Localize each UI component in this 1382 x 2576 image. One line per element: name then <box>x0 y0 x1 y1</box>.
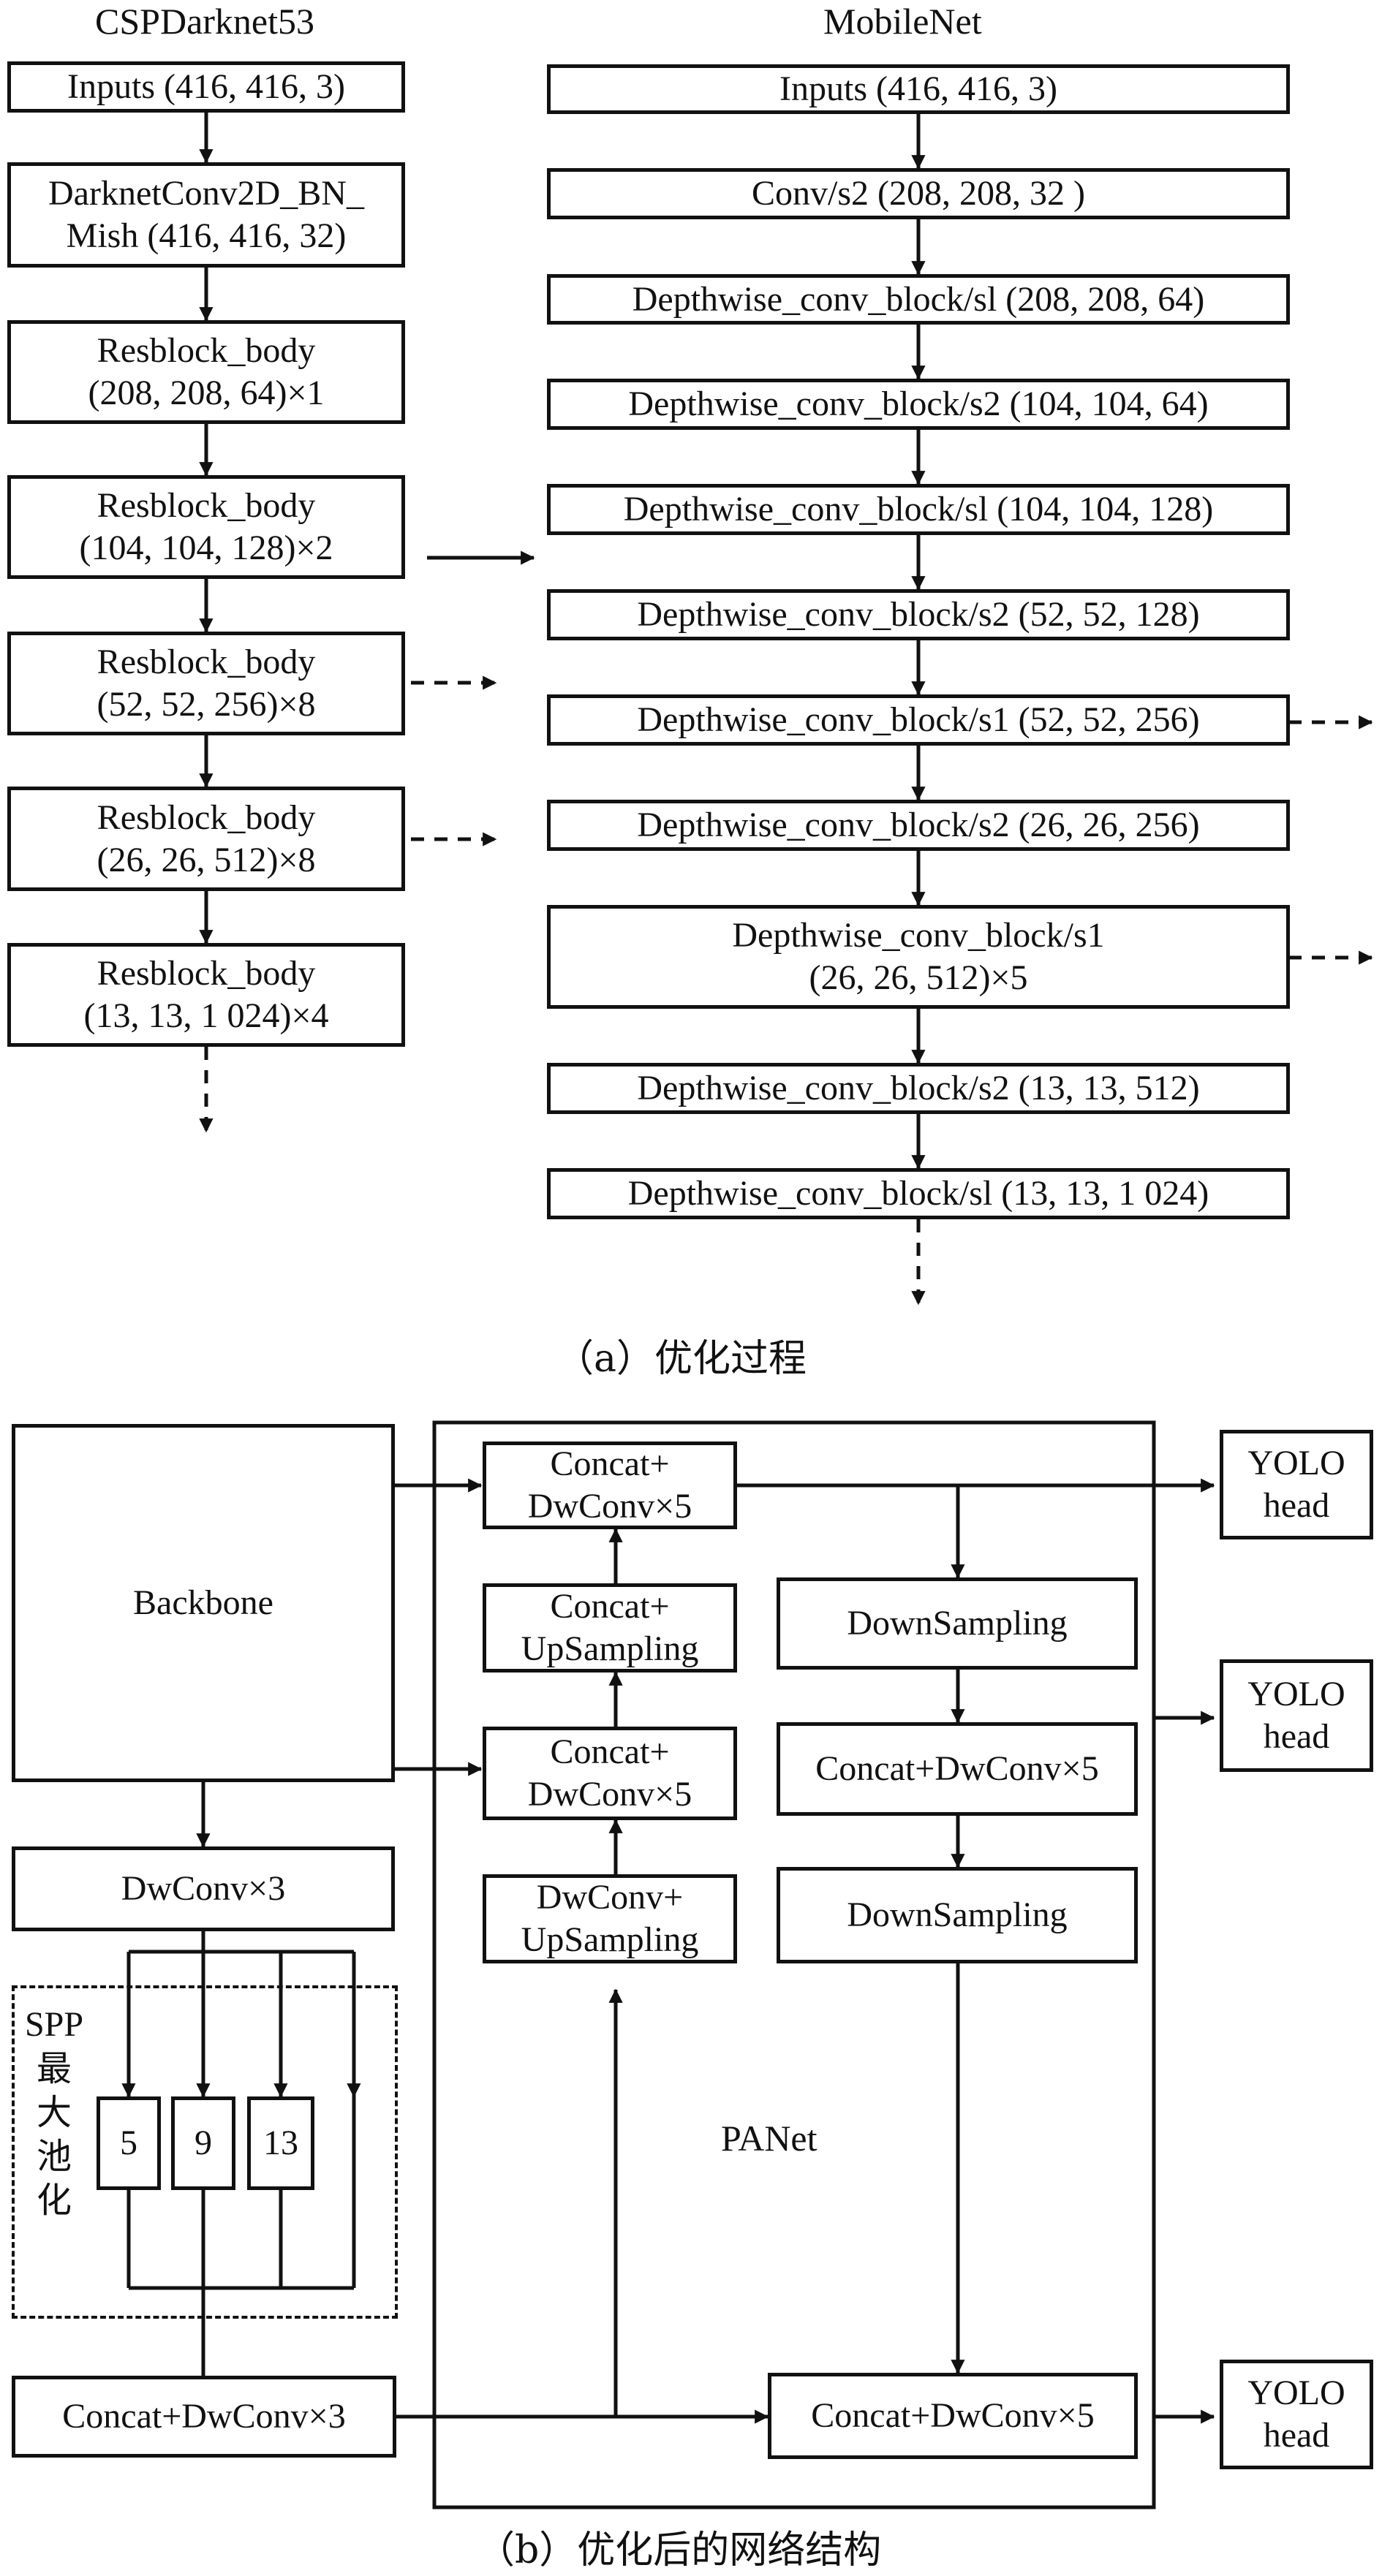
downsampling-1-label: DownSampling <box>847 1604 1068 1643</box>
downsampling-2-box: DownSampling <box>777 1867 1138 1963</box>
left-block-resblock-26-line1: Resblock_body <box>97 798 316 837</box>
spp-frame <box>12 1985 398 2319</box>
left-block-inputs: Inputs (416, 416, 3) <box>7 61 405 113</box>
left-block-resblock-52-line2: (52, 52, 256)×8 <box>97 685 316 724</box>
cspdarknet53-title: CSPDarknet53 <box>95 1 314 42</box>
left-block-resblock-104-line1: Resblock_body <box>97 486 316 526</box>
spp-label-line4: 池 <box>36 2136 72 2177</box>
concat-dwconv5-top-box: Concat+ DwConv×5 <box>483 1442 737 1529</box>
left-block-darknetconv-line2: Mish (416, 416, 32) <box>66 216 347 255</box>
right-block-dw-208: Depthwise_conv_block/sl (208, 208, 64) <box>547 274 1290 325</box>
spp-label-line2: 最 <box>36 2048 72 2089</box>
left-block-resblock-52-line1: Resblock_body <box>97 643 316 682</box>
caption-a: （a）优化过程 <box>556 1337 807 1381</box>
right-block-inputs: Inputs (416, 416, 3) <box>547 64 1290 114</box>
dwconv3-label: DwConv×3 <box>121 1869 286 1909</box>
left-block-resblock-13-line1: Resblock_body <box>97 954 316 993</box>
dwconv-upsampling-line1: DwConv+ <box>536 1878 684 1917</box>
right-block-dw-52-128: Depthwise_conv_block/s2 (52, 52, 128) <box>547 589 1290 640</box>
concat-dwconv5-mid-line2: DwConv×5 <box>527 1775 692 1814</box>
backbone-label: Backbone <box>133 1583 273 1623</box>
concat-dwconv3-label: Concat+DwConv×3 <box>62 2397 346 2436</box>
left-block-darknetconv: DarknetConv2D_BN_ Mish (416, 416, 32) <box>7 162 405 268</box>
downsampling-2-label: DownSampling <box>847 1895 1068 1935</box>
yolo-head-3-box: YOLO head <box>1220 2360 1373 2469</box>
concat-dwconv5-top-line2: DwConv×5 <box>527 1487 692 1526</box>
pool-9-box: 9 <box>171 2096 235 2190</box>
right-block-dw-52-128-line1: Depthwise_conv_block/s2 (52, 52, 128) <box>637 595 1200 634</box>
spp-label-line5: 化 <box>36 2180 72 2221</box>
yolo-head-3-line2: head <box>1263 2416 1330 2455</box>
pool-5-label: 5 <box>120 2124 137 2163</box>
concat-upsampling-line1: Concat+ <box>550 1587 670 1626</box>
yolo-head-2-box: YOLO head <box>1220 1659 1373 1772</box>
spp-label-line1: SPP <box>24 2005 84 2044</box>
right-block-dw-104-128-line1: Depthwise_conv_block/sl (104, 104, 128) <box>623 490 1214 529</box>
right-block-dw-104-64: Depthwise_conv_block/s2 (104, 104, 64) <box>547 379 1290 430</box>
dwconv3-box: DwConv×3 <box>12 1846 395 1931</box>
right-block-dw-208-line1: Depthwise_conv_block/sl (208, 208, 64) <box>632 279 1205 319</box>
right-block-inputs-line1: Inputs (416, 416, 3) <box>779 69 1057 109</box>
downsampling-1-box: DownSampling <box>777 1577 1138 1670</box>
mobilenet-title: MobileNet <box>823 1 982 42</box>
backbone-box: Backbone <box>12 1424 395 1782</box>
right-block-dw-104-64-line1: Depthwise_conv_block/s2 (104, 104, 64) <box>628 384 1209 424</box>
left-block-inputs-line1: Inputs (416, 416, 3) <box>67 67 345 107</box>
pool-13-box: 13 <box>247 2096 314 2190</box>
pool-5-box: 5 <box>97 2096 161 2190</box>
left-block-resblock-13: Resblock_body (13, 13, 1 024)×4 <box>7 943 405 1047</box>
right-block-dw-26-512: Depthwise_conv_block/s1 (26, 26, 512)×5 <box>547 905 1290 1009</box>
panet-frame <box>432 1420 1156 2509</box>
concat-dwconv3-box: Concat+DwConv×3 <box>12 2376 396 2458</box>
concat-dwconv5-right-label: Concat+DwConv×5 <box>815 1749 1099 1789</box>
right-block-dw-26-256-line1: Depthwise_conv_block/s2 (26, 26, 256) <box>637 806 1200 845</box>
panet-label: PANet <box>721 2118 818 2159</box>
concat-dwconv5-bottom-box: Concat+DwConv×5 <box>768 2373 1138 2459</box>
spp-label-line3: 大 <box>36 2092 72 2133</box>
concat-dwconv5-mid-line1: Concat+ <box>550 1732 670 1772</box>
pool-9-label: 9 <box>195 2124 212 2163</box>
right-block-dw-26-256: Depthwise_conv_block/s2 (26, 26, 256) <box>547 800 1290 851</box>
left-block-resblock-208: Resblock_body (208, 208, 64)×1 <box>7 320 405 424</box>
right-block-dw-104-128: Depthwise_conv_block/sl (104, 104, 128) <box>547 484 1290 535</box>
caption-b: （b）优化后的网络结构 <box>477 2528 882 2572</box>
yolo-head-2-line1: YOLO <box>1247 1675 1345 1714</box>
dwconv-upsampling-line2: UpSampling <box>521 1920 699 1959</box>
right-block-dw-13-1024: Depthwise_conv_block/sl (13, 13, 1 024) <box>547 1168 1290 1219</box>
right-block-dw-52-256-line1: Depthwise_conv_block/s1 (52, 52, 256) <box>637 700 1200 740</box>
left-block-resblock-208-line1: Resblock_body <box>97 331 316 371</box>
right-block-dw-13-1024-line1: Depthwise_conv_block/sl (13, 13, 1 024) <box>627 1174 1209 1213</box>
left-block-resblock-52: Resblock_body (52, 52, 256)×8 <box>7 632 405 735</box>
pool-13-label: 13 <box>263 2124 298 2163</box>
spp-label: SPP 最 大 池 化 <box>18 2003 91 2222</box>
right-block-dw-52-256: Depthwise_conv_block/s1 (52, 52, 256) <box>547 694 1290 746</box>
left-block-resblock-104: Resblock_body (104, 104, 128)×2 <box>7 475 405 579</box>
right-block-conv-s2-line1: Conv/s2 (208, 208, 32 ) <box>752 174 1085 213</box>
right-block-dw-26-512-line2: (26, 26, 512)×5 <box>809 958 1028 997</box>
right-block-dw-26-512-line1: Depthwise_conv_block/s1 <box>732 916 1105 955</box>
left-block-resblock-208-line2: (208, 208, 64)×1 <box>88 374 325 412</box>
concat-dwconv5-right-box: Concat+DwConv×5 <box>777 1722 1138 1816</box>
yolo-head-3-line1: YOLO <box>1247 2374 1345 2413</box>
right-block-dw-13-512-line1: Depthwise_conv_block/s2 (13, 13, 512) <box>637 1069 1200 1108</box>
yolo-head-1-line2: head <box>1263 1486 1330 1525</box>
concat-dwconv5-top-line1: Concat+ <box>550 1444 670 1484</box>
left-block-darknetconv-line1: DarknetConv2D_BN_ <box>48 174 364 213</box>
dwconv-upsampling-box: DwConv+ UpSampling <box>483 1874 737 1963</box>
concat-dwconv5-mid-box: Concat+ DwConv×5 <box>483 1727 737 1820</box>
left-block-resblock-104-line2: (104, 104, 128)×2 <box>79 529 333 567</box>
left-block-resblock-13-line2: (13, 13, 1 024)×4 <box>83 996 329 1035</box>
concat-upsampling-box: Concat+ UpSampling <box>483 1583 737 1672</box>
right-block-dw-13-512: Depthwise_conv_block/s2 (13, 13, 512) <box>547 1063 1290 1114</box>
right-block-conv-s2: Conv/s2 (208, 208, 32 ) <box>547 168 1290 219</box>
concat-dwconv5-bottom-label: Concat+DwConv×5 <box>811 2396 1095 2436</box>
yolo-head-2-line2: head <box>1263 1717 1330 1756</box>
left-block-resblock-26-line2: (26, 26, 512)×8 <box>97 840 316 879</box>
left-block-resblock-26: Resblock_body (26, 26, 512)×8 <box>7 787 405 891</box>
concat-upsampling-line2: UpSampling <box>521 1629 699 1668</box>
yolo-head-1-line1: YOLO <box>1247 1444 1345 1483</box>
yolo-head-1-box: YOLO head <box>1220 1430 1373 1539</box>
